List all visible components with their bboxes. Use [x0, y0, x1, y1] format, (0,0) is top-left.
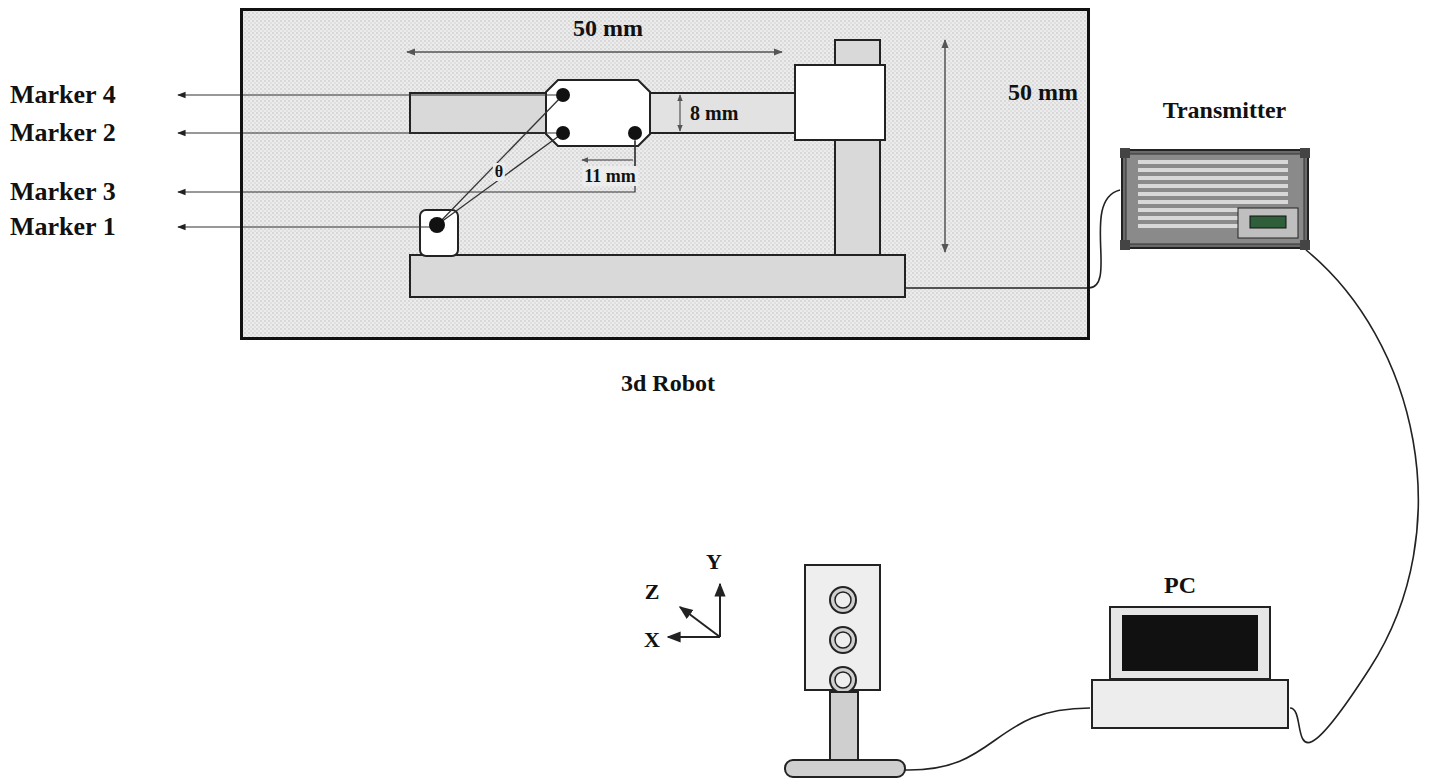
robot-frame: 3d Robot — [240, 8, 1090, 340]
cable-connector — [1290, 250, 1418, 743]
node-label: Transmitter — [1163, 97, 1287, 124]
dimension-label: 50 mm — [1008, 80, 1078, 104]
angle-label: θ — [493, 163, 505, 181]
dimension-label: 11 mm — [582, 166, 638, 186]
node-label: 3d Robot — [621, 370, 715, 397]
transmitter-shape — [1120, 148, 1310, 250]
pc-shape — [1090, 605, 1290, 730]
marker-label: Marker 2 — [10, 120, 116, 146]
dimension-label: 8 mm — [690, 103, 738, 123]
cable-connector — [1089, 190, 1121, 288]
marker-label: Marker 1 — [10, 214, 116, 240]
transmitter-box: Transmitter — [1120, 148, 1310, 250]
node-label: PC — [1164, 572, 1196, 599]
axis-label: Y — [706, 551, 722, 573]
marker-label: Marker 3 — [10, 179, 116, 205]
cable-line — [1290, 250, 1418, 743]
marker-label: Marker 4 — [10, 82, 116, 108]
pc-box: PC — [1090, 605, 1290, 730]
cable-line — [1089, 190, 1121, 288]
axis-label: X — [644, 629, 660, 651]
dimension-label: 50 mm — [573, 16, 643, 40]
axis-label: Z — [645, 581, 660, 603]
